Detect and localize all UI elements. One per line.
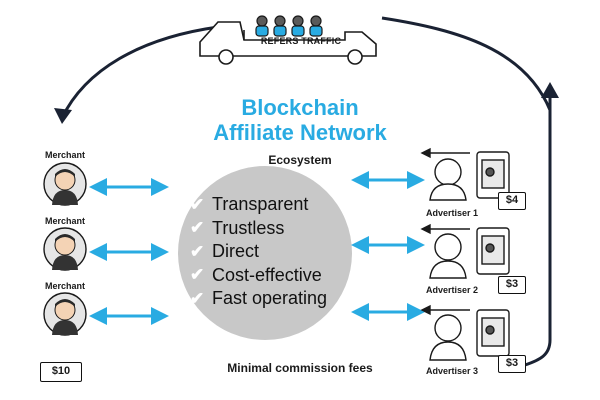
flow-arc-left	[60, 25, 219, 119]
advertiser-figure-2	[420, 223, 510, 279]
feature-label: Trustless	[212, 217, 285, 238]
merchant-avatar-3	[43, 292, 87, 336]
flow-arrowhead-left	[54, 108, 72, 124]
commission-note: Minimal commission fees	[227, 361, 373, 375]
passengers-icon	[255, 15, 323, 37]
feature-item: ✔ Transparent	[190, 193, 390, 217]
feature-item: ✔ Trustless	[190, 217, 390, 241]
advertiser-figure-3	[420, 304, 510, 361]
feature-label: Direct	[212, 241, 260, 262]
merchant-label-1: Merchant	[44, 150, 85, 160]
advertiser-payment-box-3: $3	[498, 355, 526, 373]
advertiser-label-1: Advertiser 1	[425, 208, 479, 218]
feature-label: Transparent	[212, 194, 309, 215]
advertiser-label-3: Advertiser 3	[425, 366, 479, 376]
feature-item: ✔ Cost-effective	[190, 264, 390, 288]
ecosystem-label: Ecosystem	[268, 153, 332, 167]
check-icon: ✔	[190, 218, 205, 238]
feature-list: ✔ Transparent ✔ Trustless ✔ Direct ✔ Cos…	[190, 193, 390, 311]
advertiser-figure-1	[420, 147, 510, 201]
advertiser-payment-box-1: $4	[498, 192, 526, 210]
truck-icon	[199, 21, 377, 65]
check-icon: ✔	[190, 265, 205, 285]
feature-item: ✔ Direct	[190, 240, 390, 264]
truck-label: REFERS TRAFFIC	[260, 36, 342, 46]
flow-arc-right-down	[524, 95, 552, 367]
feature-label: Cost-effective	[212, 264, 322, 285]
check-icon: ✔	[190, 194, 205, 214]
title-line-2: Affiliate Network	[213, 120, 387, 145]
ecosystem-circle	[178, 166, 352, 340]
merchant-label-3: Merchant	[44, 281, 85, 291]
feature-item: ✔ Fast operating	[190, 287, 390, 311]
merchant-avatar-2	[43, 227, 87, 271]
flow-arc-right	[381, 16, 552, 111]
merchant-avatar-1	[43, 162, 87, 206]
flow-arrowhead-right	[541, 82, 559, 98]
check-icon: ✔	[190, 241, 205, 261]
advertiser-label-2: Advertiser 2	[425, 285, 479, 295]
feature-label: Fast operating	[212, 288, 328, 309]
title-line-1: Blockchain	[241, 95, 359, 120]
advertiser-payment-box-2: $3	[498, 276, 526, 294]
merchant-label-2: Merchant	[44, 216, 85, 226]
merchant-payment-box: $10	[40, 362, 82, 382]
check-icon: ✔	[190, 288, 205, 308]
